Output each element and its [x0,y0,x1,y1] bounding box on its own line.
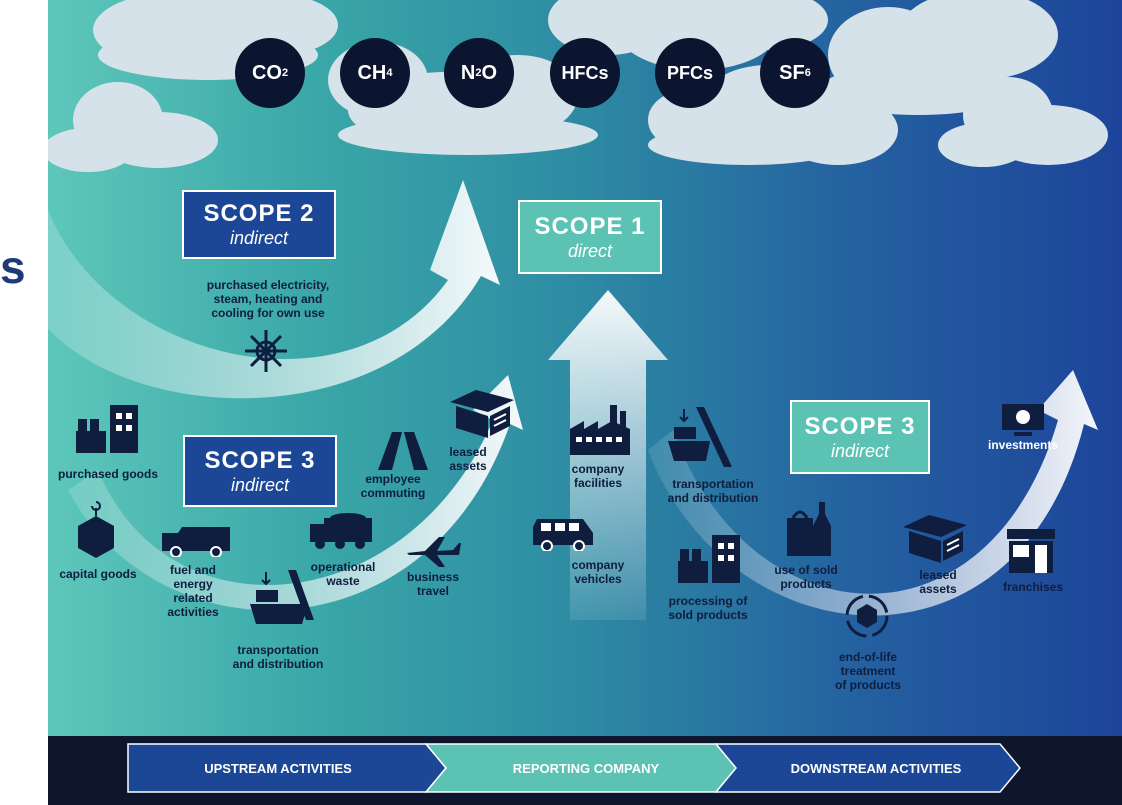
scope2-title: SCOPE 2 [203,200,315,227]
scope3-upstream-title: SCOPE 3 [204,446,316,474]
recycle-box-icon [845,594,889,638]
investment-monitor-icon [1002,404,1044,436]
cloud-4 [548,0,828,70]
fuel-energy-label: fuel and energy related activities [167,563,219,619]
scope3-downstream-box: SCOPE 3 indirect [790,400,930,474]
sun-energy-icon [245,330,287,372]
upstream-activities-chevron: UPSTREAM ACTIVITIES [204,760,352,776]
scope3-upstream-subtitle: indirect [230,474,290,495]
cloud-6 [818,0,1058,115]
scope2-box: SCOPE 2 indirect [182,190,336,259]
employee-commuting-label: employee commuting [360,472,426,500]
van-icon [162,527,230,557]
downstream-leased-assets-label: leased assets [919,568,957,596]
capital-goods-label: capital goods [59,567,137,581]
business-travel-label: business travel [406,570,460,598]
background-art [48,0,1108,620]
scope3-upstream-arrow [68,375,523,611]
processing-factory-icon [678,535,740,583]
gas-hfcs: HFCs [550,38,620,108]
cloud-7 [938,77,1108,167]
scope2-arrow [48,180,500,399]
scope1-title: SCOPE 1 [534,212,646,240]
products-bag-bottle-icon [787,502,831,556]
downstream-leased-building-icon [903,515,967,563]
road-icon [378,432,428,470]
company-vehicles-label: company vehicles [571,558,625,586]
scope3-downstream-arrow [648,370,1098,616]
downstream-activities-chevron: DOWNSTREAM ACTIVITIES [790,760,962,776]
downstream-crane-ship-icon [668,407,732,467]
scope2-description: purchased electricity, steam, heating an… [206,278,330,320]
company-vehicle-icon [533,519,593,551]
operational-waste-label: operational waste [310,560,376,588]
crate-icon [78,501,114,558]
upstream-leased-assets-label: leased assets [449,445,487,473]
franchises-label: franchises [1002,580,1064,594]
scope3-downstream-title: SCOPE 3 [804,412,916,440]
airplane-icon [407,537,461,567]
processing-sold-products-label: processing of sold products [668,594,748,622]
upstream-transport-label: transportation and distribution [232,643,324,671]
investments-label: investments [987,438,1059,452]
company-facilities-label: company facilities [571,462,625,490]
reporting-company-chevron: REPORTING COMPANY [512,760,660,776]
garbage-truck-icon [310,513,372,549]
gas-pfcs: PFCs [655,38,725,108]
company-factory-icon [570,405,630,455]
end-of-life-label: end-of-life treatment of products [835,650,901,692]
cloud-2 [48,82,218,172]
downstream-transport-label: transportation and distribution [667,477,759,505]
crane-ship-icon [250,570,314,624]
scope3-downstream-subtitle: indirect [830,440,890,461]
use-of-sold-products-label: use of sold products [774,563,838,591]
scope3-upstream-box: SCOPE 3 indirect [183,435,337,507]
scope1-box: SCOPE 1 direct [518,200,662,274]
factory-icon [76,405,138,453]
purchased-goods-label: purchased goods [57,467,158,481]
scope1-subtitle: direct [567,240,612,261]
storefront-icon [1007,529,1055,573]
leased-building-icon [450,390,514,438]
scope2-subtitle: indirect [229,228,289,248]
cropped-text-fragment: s [0,241,26,293]
